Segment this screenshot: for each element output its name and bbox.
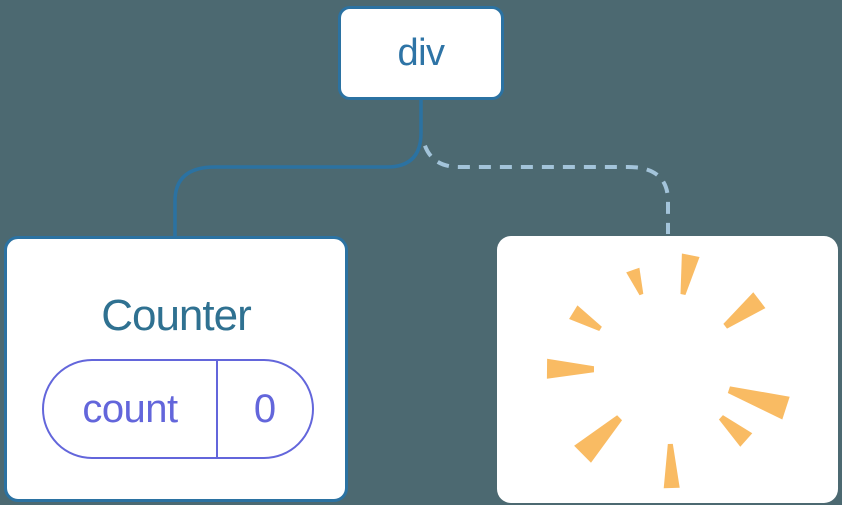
tree-node-removed: [497, 236, 838, 503]
state-key-label: count: [82, 386, 178, 431]
connector-solid-line: [173, 100, 423, 237]
counter-node-title: Counter: [101, 291, 252, 340]
node-div-label: div: [397, 31, 445, 74]
tree-node-div: div: [338, 6, 504, 100]
poof-icon: [546, 252, 790, 488]
state-pill: count 0: [42, 359, 314, 459]
tree-node-counter: Counter count 0: [4, 236, 348, 502]
connector-dashed-line: [421, 138, 670, 234]
state-value: 0: [216, 361, 312, 457]
